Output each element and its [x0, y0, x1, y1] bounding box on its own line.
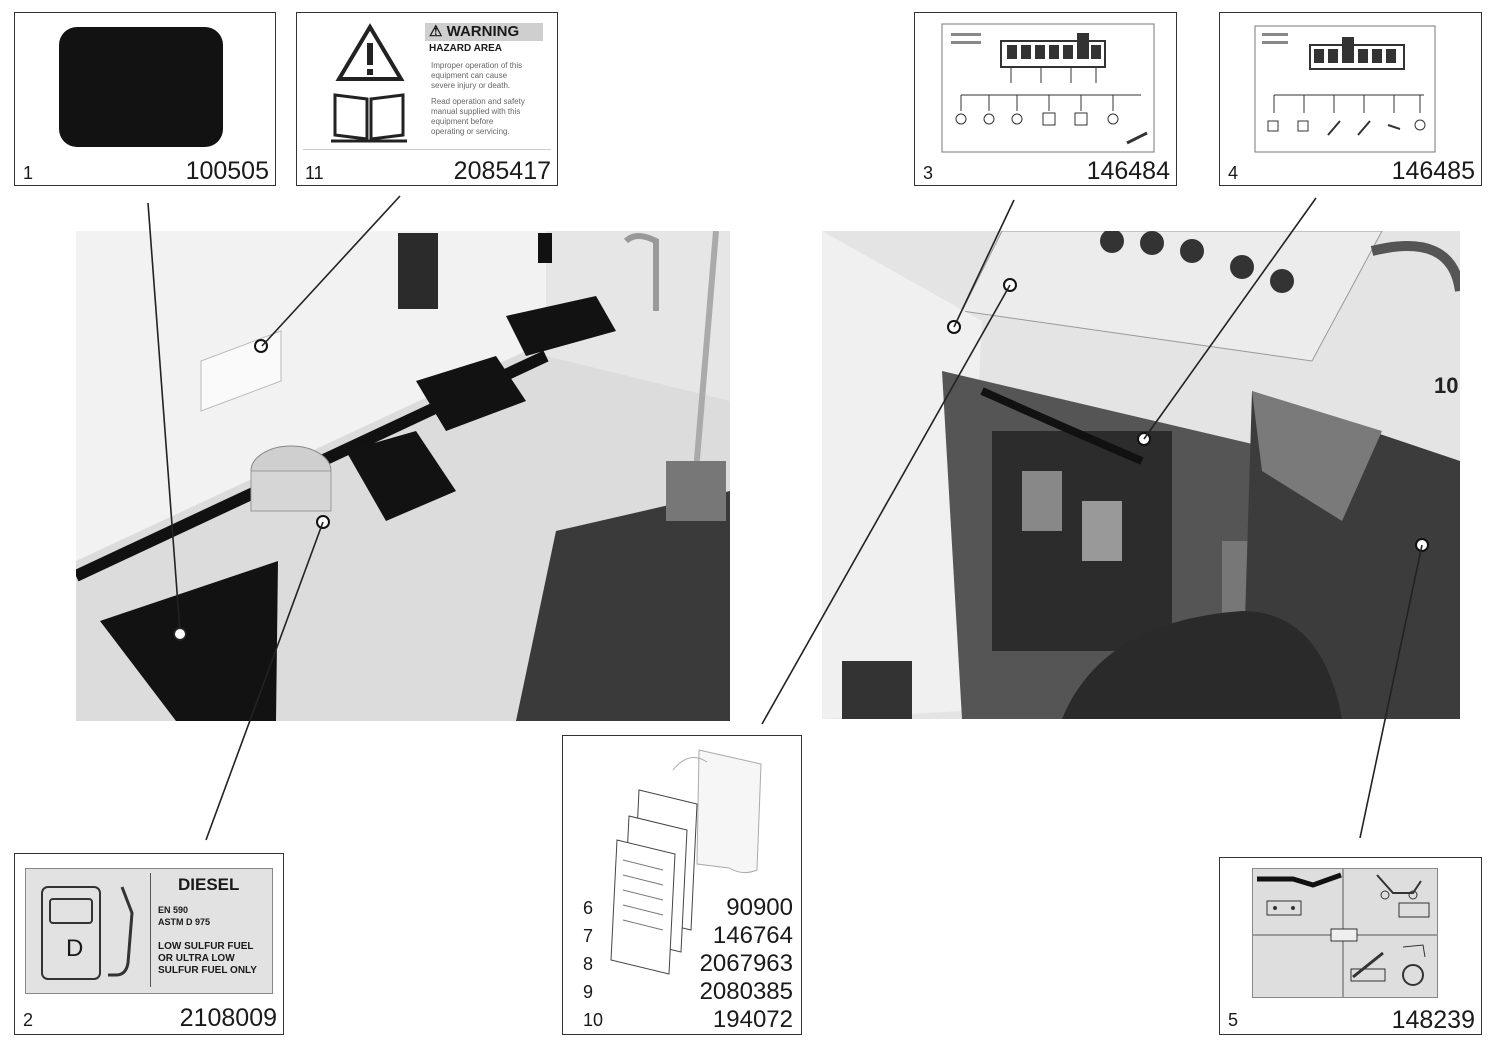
pump-letter: D [66, 935, 84, 962]
label-box-1: 1 100505 [14, 12, 276, 186]
label-box-5: 5 148239 [1219, 857, 1482, 1035]
control-decal [1252, 868, 1438, 998]
label-index: 2 [23, 1010, 34, 1030]
warning-header: ⚠ WARNING [425, 23, 543, 41]
label-index: 11 [305, 163, 324, 183]
label-box-3: 3 146484 [914, 12, 1177, 186]
part-number: 146484 [1086, 157, 1170, 185]
label-index: 1 [23, 163, 34, 183]
valve-block-diagram-icon [1254, 25, 1436, 153]
warning-subheader: HAZARD AREA [429, 43, 502, 54]
valve-block-diagram-icon [941, 23, 1155, 153]
fuel-standard-1: EN 590 [158, 905, 189, 915]
warning-text-1: Improper operation of this [431, 61, 523, 70]
part-number: 2085417 [453, 157, 551, 185]
warning-text-4: Read operation and safety [431, 97, 525, 106]
warning-text-2: equipment can cause [431, 71, 508, 80]
fuel-note-1: LOW SULFUR FUEL [158, 941, 254, 952]
fuel-standard-2: ASTM D 975 [158, 917, 211, 927]
decal-divider [303, 149, 551, 150]
warning-text-6: equipment before [431, 117, 494, 126]
photo-left-fuel-tank [76, 231, 730, 721]
label-box-4: 4 146485 [1219, 12, 1482, 186]
side-label-text: 10 [1434, 373, 1458, 398]
diesel-title: DIESEL [178, 875, 240, 894]
fuel-note-2: OR ULTRA LOW [158, 953, 235, 964]
part-number: 100505 [185, 157, 269, 185]
warning-triangle-icon [335, 23, 405, 81]
label-index: 4 [1228, 163, 1239, 183]
label-index: 3 [923, 163, 934, 183]
part-number: 146485 [1391, 157, 1475, 185]
part-number: 148239 [1391, 1006, 1475, 1034]
warning-text-3: severe injury or death. [431, 81, 511, 90]
diesel-decal: D DIESEL EN 590 ASTM D 975 LOW SULFUR FU… [25, 868, 273, 994]
photo-right-console: 10 [822, 231, 1460, 719]
warning-text-7: operating or servicing. [431, 127, 510, 136]
warning-text-5: manual supplied with this [431, 107, 521, 116]
label-box-2: D DIESEL EN 590 ASTM D 975 LOW SULFUR FU… [14, 853, 284, 1035]
part-number: 2108009 [179, 1004, 277, 1032]
fuel-pump-icon [41, 886, 134, 980]
fuel-note-3: SULFUR FUEL ONLY [158, 965, 257, 976]
black-decal-swatch [59, 27, 223, 147]
photo-right-drawing: 10 [822, 231, 1460, 719]
label-index: 5 [1228, 1010, 1239, 1030]
control-decal-icons [1253, 869, 1437, 997]
photo-left-drawing [76, 231, 730, 721]
manual-book-icon [331, 93, 407, 143]
manuals-stack-icon [610, 749, 762, 975]
decal-inner-divider [150, 873, 151, 987]
label-box-11: ⚠ WARNING HAZARD AREA Improper operation… [296, 12, 558, 186]
